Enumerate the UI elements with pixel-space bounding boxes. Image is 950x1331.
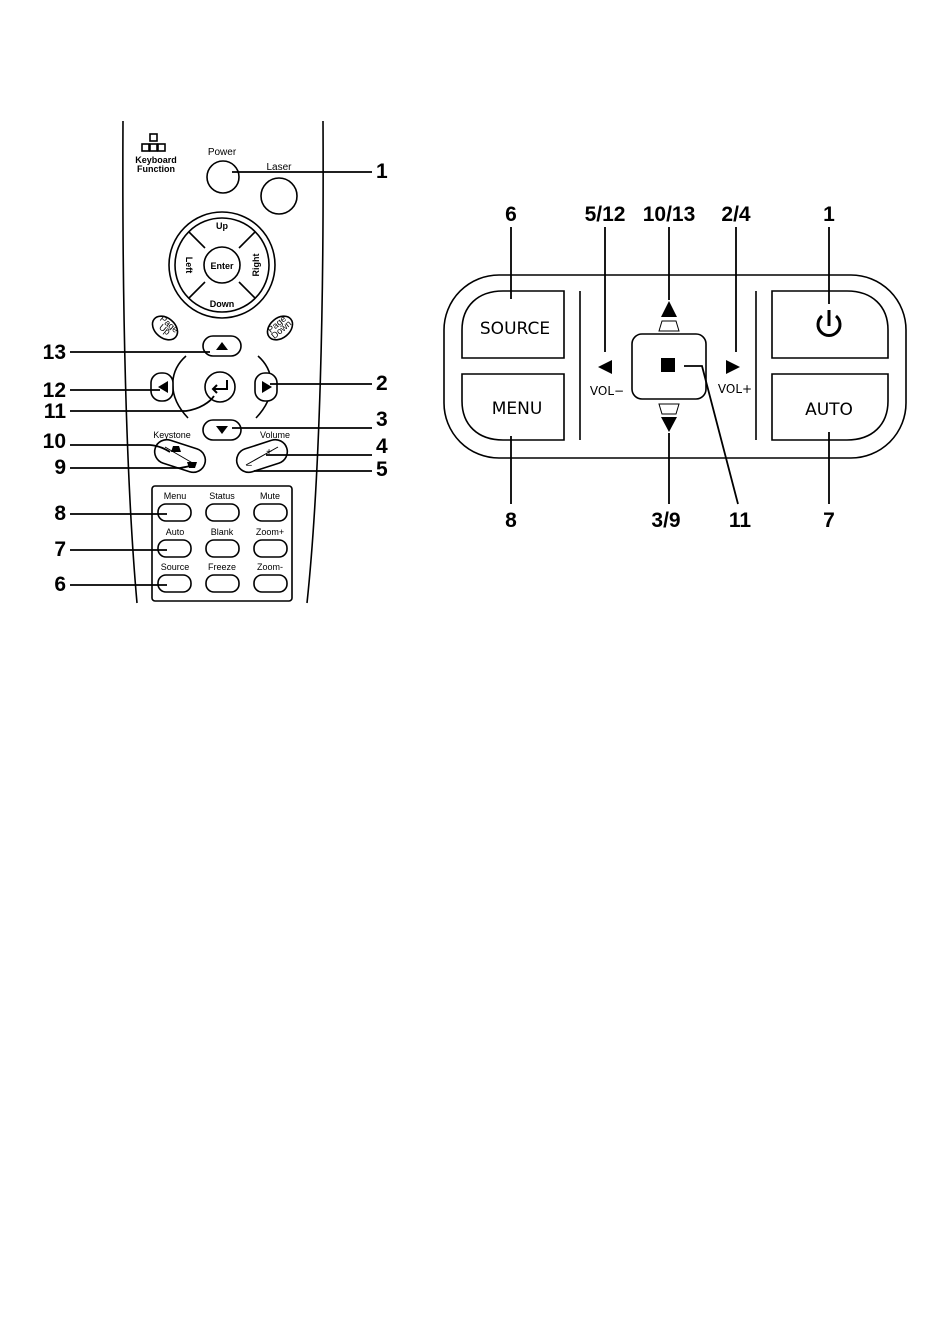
- auto-key-label: Auto: [166, 527, 185, 537]
- enter-label: Enter: [210, 261, 234, 271]
- menu-key-label: Menu: [164, 491, 187, 501]
- auto-key[interactable]: [158, 540, 191, 557]
- left-label: Left: [184, 257, 194, 274]
- keystone-label: Keystone: [153, 430, 191, 440]
- blank-key[interactable]: [206, 540, 239, 557]
- remote-callout-7: 7: [54, 538, 66, 561]
- vol-plus-label: VOL+: [718, 382, 752, 396]
- enter-arrow-button[interactable]: [205, 372, 235, 402]
- keyboard-function-icon: [142, 134, 165, 151]
- control-panel: SOURCE MENU AUTO VOL− VOL+ 6: [444, 203, 906, 532]
- remote-callout-11: 11: [44, 400, 67, 423]
- panel-callout-11: 11: [729, 509, 752, 532]
- source-key-label: Source: [161, 562, 190, 572]
- status-key-label: Status: [209, 491, 235, 501]
- zoom-in-key[interactable]: [254, 540, 287, 557]
- remote-callout-13: 13: [43, 341, 66, 364]
- zoom-in-key-label: Zoom+: [256, 527, 284, 537]
- menu-label: MENU: [492, 399, 543, 419]
- freeze-key-label: Freeze: [208, 562, 236, 572]
- mute-key[interactable]: [254, 504, 287, 521]
- square-icon: [661, 358, 675, 372]
- laser-button[interactable]: [261, 178, 297, 214]
- zoom-out-key[interactable]: [254, 575, 287, 592]
- panel-callout-6: 6: [505, 203, 517, 226]
- remote-body-right-edge: [307, 121, 323, 603]
- panel-callout-2-4: 2/4: [721, 203, 751, 226]
- remote-control: Keyboard Function Power Laser Enter Up D…: [43, 121, 388, 603]
- blank-key-label: Blank: [211, 527, 234, 537]
- freeze-key[interactable]: [206, 575, 239, 592]
- function-grid: Menu Status Mute Auto Blank Zoom+ Source…: [158, 491, 287, 592]
- function-label: Function: [137, 164, 175, 174]
- volume-minus-label: –: [246, 460, 252, 471]
- panel-callout-10-13: 10/13: [643, 203, 696, 226]
- panel-callout-3-9: 3/9: [651, 509, 680, 532]
- remote-callout-2: 2: [376, 372, 388, 395]
- power-button[interactable]: [207, 161, 239, 193]
- remote-callout-8: 8: [54, 502, 66, 525]
- right-label: Right: [251, 254, 261, 277]
- remote-callout-1: 1: [376, 160, 388, 183]
- auto-label: AUTO: [805, 400, 853, 420]
- mouse-dpad: Enter Up Down Left Right: [169, 212, 275, 318]
- up-label: Up: [216, 221, 228, 231]
- zoom-out-key-label: Zoom-: [257, 562, 283, 572]
- vol-minus-label: VOL−: [590, 384, 624, 398]
- source-label: SOURCE: [480, 319, 550, 339]
- remote-callout-12: 12: [43, 379, 66, 402]
- volume-label: Volume: [260, 430, 290, 440]
- volume-plus-label: +: [266, 447, 272, 458]
- remote-callout-6: 6: [54, 573, 66, 596]
- status-key[interactable]: [206, 504, 239, 521]
- remote-body-left-edge: [123, 121, 137, 603]
- panel-callout-7: 7: [823, 509, 835, 532]
- remote-callout-4: 4: [376, 435, 388, 458]
- panel-callout-8: 8: [505, 509, 517, 532]
- arrow-ring-left: [173, 356, 188, 418]
- panel-callout-1: 1: [823, 203, 835, 226]
- remote-callout-5: 5: [376, 458, 388, 481]
- power-label: Power: [208, 147, 237, 158]
- remote-callout-10: 10: [43, 430, 66, 453]
- down-label: Down: [210, 299, 235, 309]
- panel-callout-5-12: 5/12: [585, 203, 626, 226]
- source-key[interactable]: [158, 575, 191, 592]
- remote-callout-9: 9: [54, 456, 66, 479]
- remote-callout-3: 3: [376, 408, 388, 431]
- mute-key-label: Mute: [260, 491, 280, 501]
- menu-key[interactable]: [158, 504, 191, 521]
